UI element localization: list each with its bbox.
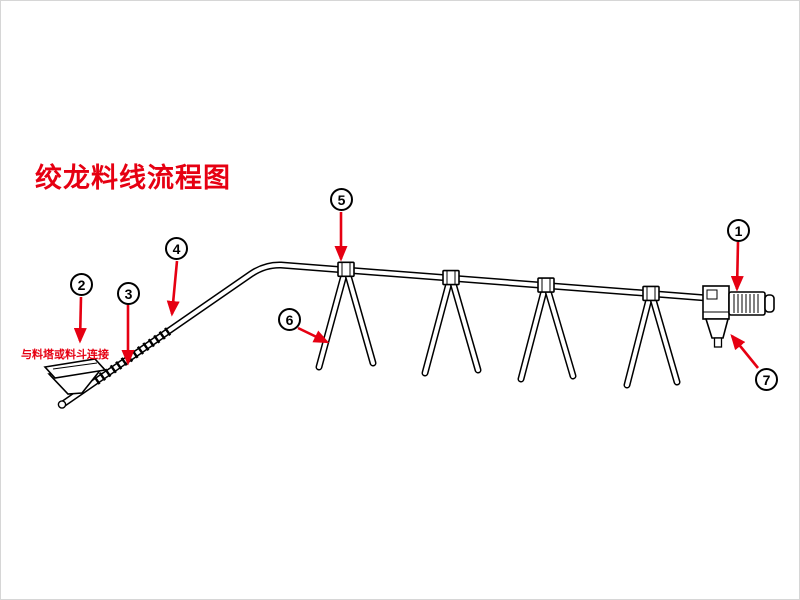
callout-4: 4: [165, 237, 188, 260]
callout-1: 1: [727, 219, 750, 242]
tube-end-cap: [57, 400, 67, 409]
tube-coupling-3: [537, 277, 555, 293]
motor-end-cap: [764, 294, 775, 313]
callout-arrow-4: [166, 260, 180, 317]
hopper-connection-note: 与料塔或料斗连接: [21, 349, 109, 361]
support-leg-set-1: [315, 261, 377, 371]
feed-hopper: [43, 358, 107, 395]
support-leg-set-4: [623, 285, 681, 389]
auger-feed-line: [43, 261, 775, 409]
callout-arrow-2: [73, 296, 87, 344]
support-leg-set-3: [517, 277, 577, 383]
tube-coupling-1: [337, 261, 355, 278]
callout-5: 5: [330, 188, 353, 211]
callout-3: 3: [117, 282, 140, 305]
conveying-tube: [59, 261, 711, 408]
discharge-funnel: [704, 318, 730, 348]
callout-2: 2: [70, 273, 93, 296]
tube-coupling-4: [642, 285, 660, 302]
tube-coupling-2: [442, 269, 460, 286]
support-leg-set-2: [421, 269, 482, 377]
page-title: 绞龙料线流程图: [35, 163, 231, 193]
callout-6: 6: [278, 308, 301, 331]
callout-arrow-1: [730, 241, 744, 292]
callout-arrows: [73, 212, 760, 369]
callout-arrow-6: [297, 326, 330, 344]
callout-arrow-7: [730, 333, 760, 369]
drive-unit: [702, 285, 775, 320]
callout-7: 7: [755, 368, 778, 391]
auger-spring-section: [93, 326, 173, 385]
